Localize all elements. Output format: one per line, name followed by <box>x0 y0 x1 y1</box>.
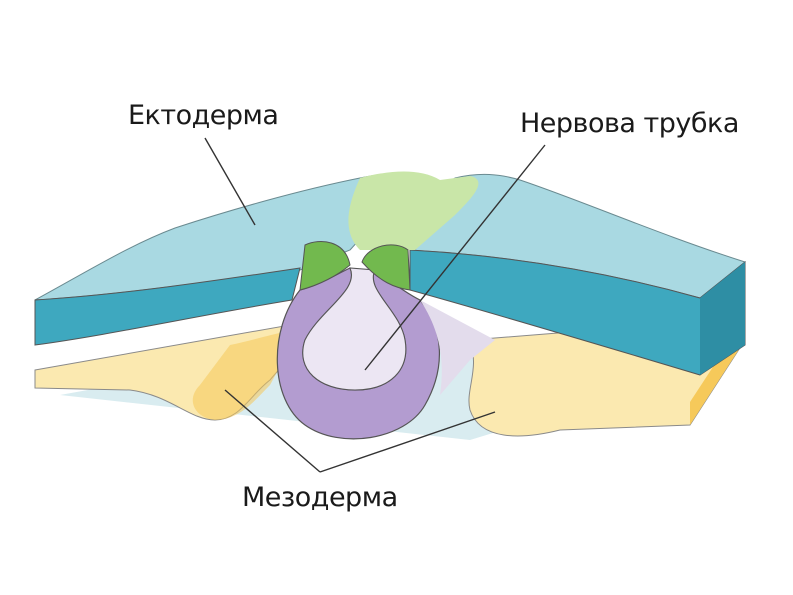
neural-plate-strip <box>348 171 479 250</box>
leader-ectoderm <box>204 137 256 226</box>
ectoderm-left-side <box>34 267 301 346</box>
neural-tube-lumen <box>302 267 407 391</box>
mesoderm-left-somite <box>192 330 300 420</box>
leader-mesoderm-right <box>319 411 496 473</box>
label-neural-tube: Нервова трубка <box>520 108 739 139</box>
neural-crest-right <box>361 244 411 291</box>
leader-mesoderm-left <box>224 389 321 473</box>
leader-neural-tube <box>364 144 546 371</box>
neural-tube-sheath <box>420 300 495 395</box>
label-mesoderm: Мезодерма <box>242 482 398 513</box>
label-ectoderm: Ектодерма <box>128 100 279 131</box>
ectoderm-right-end <box>700 262 745 375</box>
neural-crest-left <box>299 241 351 291</box>
